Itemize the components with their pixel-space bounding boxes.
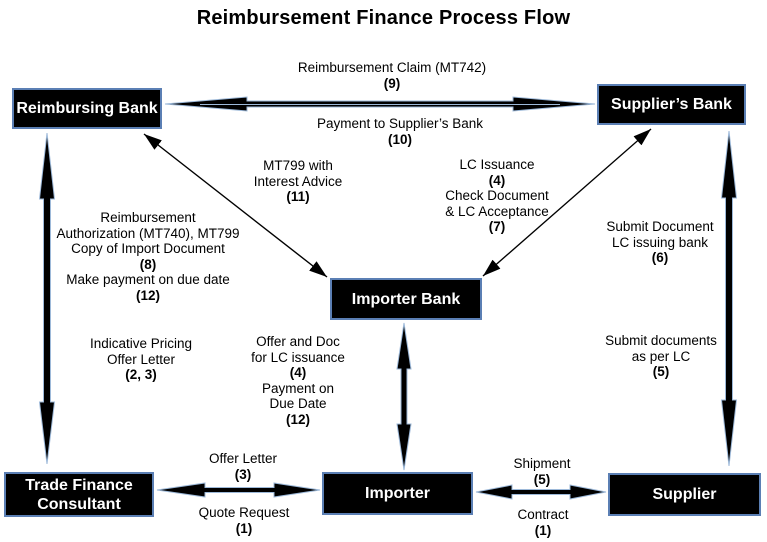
label-line: Payment to Supplier’s Bank — [316, 116, 484, 131]
step-number: (8) — [139, 256, 157, 272]
node-trade-finance-consultant: Trade Finance Consultant — [4, 472, 154, 517]
edge-label-mt799-interest-advice: MT799 with Interest Advice (11) — [254, 158, 343, 205]
step-number: (10) — [387, 131, 412, 147]
label-line: LC issuing bank — [611, 234, 709, 250]
node-importer-bank-label: Importer Bank — [351, 290, 461, 308]
node-importer-label: Importer — [365, 485, 430, 502]
edge-label-reimbursement-claim: Reimbursement Claim (MT742) (9) — [298, 60, 486, 91]
node-importer-bank: Importer Bank — [330, 278, 482, 320]
node-reimbursing-bank-label: Reimbursing Bank — [16, 100, 158, 117]
label-line: Due Date — [269, 396, 327, 411]
step-number: (1) — [235, 520, 253, 536]
label-line: Reimbursement — [100, 210, 196, 225]
edge-label-lc-issuance-acceptance: LC Issuance (4) Check Document & LC Acce… — [445, 157, 549, 235]
label-line: for LC issuance — [251, 349, 345, 365]
label-line: Payment on — [261, 380, 335, 396]
edge-label-quote-request: Quote Request (1) — [199, 505, 290, 536]
label-line: MT799 with — [263, 158, 333, 173]
label-line: as per LC — [631, 348, 691, 364]
edge-label-submit-document-lc-issuing-bank: Submit Document LC issuing bank (6) — [606, 219, 713, 266]
label-line: Check Document — [445, 188, 549, 203]
label-line: Contract — [517, 507, 569, 522]
node-suppliers-bank-label: Supplier’s Bank — [611, 96, 732, 113]
step-number: (6) — [651, 250, 669, 265]
label-line: Reimbursement Claim (MT742) — [297, 60, 487, 75]
edge-label-indicative-pricing-offer-letter: Indicative Pricing Offer Letter (2, 3) — [90, 336, 192, 383]
arrow-reimbursing-bank-importer-bank — [143, 133, 328, 278]
step-number: (12) — [135, 287, 161, 303]
arrow-suppliers-bank-importer-bank — [482, 128, 652, 277]
label-line: LC Issuance — [459, 157, 535, 172]
step-number: (1) — [534, 522, 552, 538]
arrow-suppliers-bank-supplier — [720, 130, 738, 467]
arrow-importer-supplier — [475, 484, 607, 500]
step-number: (11) — [286, 189, 310, 204]
step-number: (4) — [289, 365, 307, 380]
edge-label-payment-to-suppliers-bank: Payment to Supplier’s Bank (10) — [317, 116, 483, 147]
edge-label-contract: Contract (1) — [517, 507, 568, 538]
edge-label-submit-documents-as-per-lc: Submit documents as per LC (5) — [605, 333, 717, 380]
step-number: (12) — [285, 411, 311, 427]
label-line: Shipment — [513, 456, 571, 471]
label-line: Offer Letter — [208, 451, 278, 466]
node-suppliers-bank: Supplier’s Bank — [597, 84, 746, 125]
label-line: Indicative Pricing — [89, 336, 193, 351]
diagram-title: Reimbursement Finance Process Flow — [196, 7, 571, 29]
step-number: (5) — [652, 364, 670, 379]
label-line: Quote Request — [198, 505, 290, 520]
edge-label-shipment: Shipment (5) — [513, 456, 570, 487]
label-line: Submit Document — [606, 219, 714, 234]
step-number: (3) — [234, 466, 252, 482]
node-importer: Importer — [322, 472, 473, 515]
node-supplier: Supplier — [608, 473, 761, 516]
arrow-importer-bank-importer — [396, 322, 412, 471]
step-number: (5) — [533, 471, 551, 487]
edge-label-offer-letter: Offer Letter (3) — [209, 451, 277, 482]
step-number: (7) — [488, 219, 506, 234]
label-line: Copy of Import Document — [71, 241, 225, 256]
step-number: (2, 3) — [125, 367, 157, 382]
node-supplier-label: Supplier — [652, 486, 717, 503]
label-line: Interest Advice — [253, 173, 343, 189]
edge-label-reimbursement-authorization: Reimbursement Authorization (MT740), MT7… — [56, 210, 239, 303]
label-line: Authorization (MT740), MT799 — [56, 225, 240, 241]
arrow-reimbursing-bank-trade-finance-consultant — [38, 132, 56, 465]
node-trade-finance-consultant-label-line1: Trade Finance — [25, 476, 133, 494]
step-number: (4) — [488, 172, 506, 188]
arrow-trade-finance-consultant-importer — [156, 482, 321, 498]
label-line: Submit documents — [605, 333, 717, 348]
step-number: (9) — [383, 75, 401, 91]
node-trade-finance-consultant-label-line2: Consultant — [37, 495, 121, 513]
label-line: & LC Acceptance — [445, 203, 549, 219]
label-line: Offer Letter — [106, 351, 176, 367]
edge-label-offer-and-doc-for-lc: Offer and Doc for LC issuance (4) Paymen… — [251, 334, 345, 427]
label-line: Offer and Doc — [256, 334, 340, 349]
node-reimbursing-bank: Reimbursing Bank — [12, 88, 162, 129]
label-line: Make payment on due date — [66, 272, 230, 287]
